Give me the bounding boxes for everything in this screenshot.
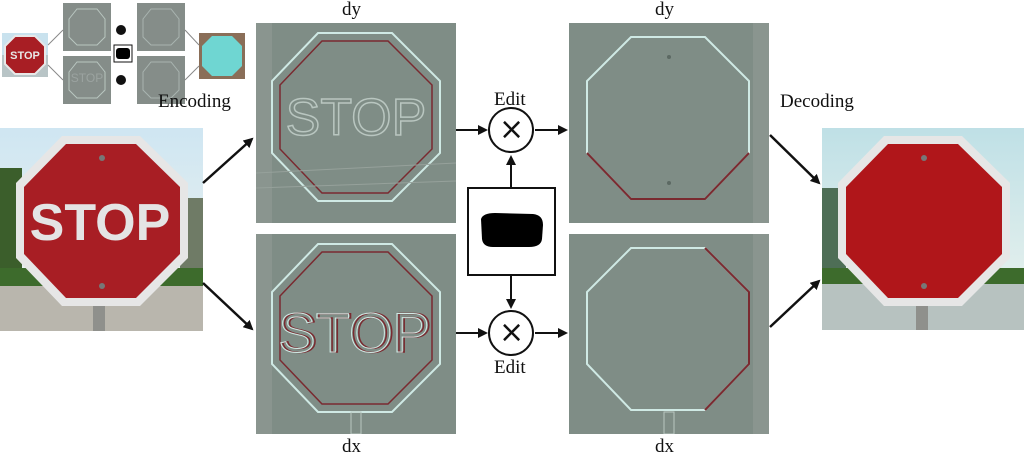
- edit-mask-box: [467, 187, 556, 276]
- edit-label-top: Edit: [494, 89, 526, 110]
- input-stop-sign-photo: STOP: [0, 128, 203, 331]
- gradient-dx-encoded: STOP STOP: [256, 234, 456, 434]
- multiply-symbol-bottom: ×: [499, 315, 525, 350]
- overview-thumbnail: STOP STOP: [0, 0, 250, 110]
- dx-label-left: dx: [342, 436, 361, 457]
- decoding-label: Decoding: [780, 91, 854, 112]
- dy-label-left: dy: [342, 0, 361, 20]
- stop-text: STOP: [30, 194, 171, 252]
- multiply-operator-bottom: [488, 310, 534, 356]
- svg-text:STOP: STOP: [278, 301, 429, 364]
- output-edited-sign-photo: [822, 128, 1024, 330]
- svg-text:STOP: STOP: [10, 50, 40, 62]
- multiply-operator-top: [488, 107, 534, 153]
- dx-label-right: dx: [655, 436, 674, 457]
- svg-text:STOP: STOP: [71, 71, 103, 85]
- svg-text:STOP: STOP: [286, 89, 427, 147]
- gradient-dy-edited: [569, 23, 769, 223]
- gradient-dy-encoded: STOP: [256, 23, 456, 223]
- encoding-label: Encoding: [158, 91, 231, 112]
- gradient-dx-edited: [569, 234, 769, 434]
- dy-label-right: dy: [655, 0, 674, 20]
- multiply-symbol-top: ×: [499, 112, 525, 147]
- mask-blob: [481, 213, 543, 247]
- edit-label-bottom: Edit: [494, 357, 526, 378]
- svg-text:STOP: STOP: [280, 301, 431, 364]
